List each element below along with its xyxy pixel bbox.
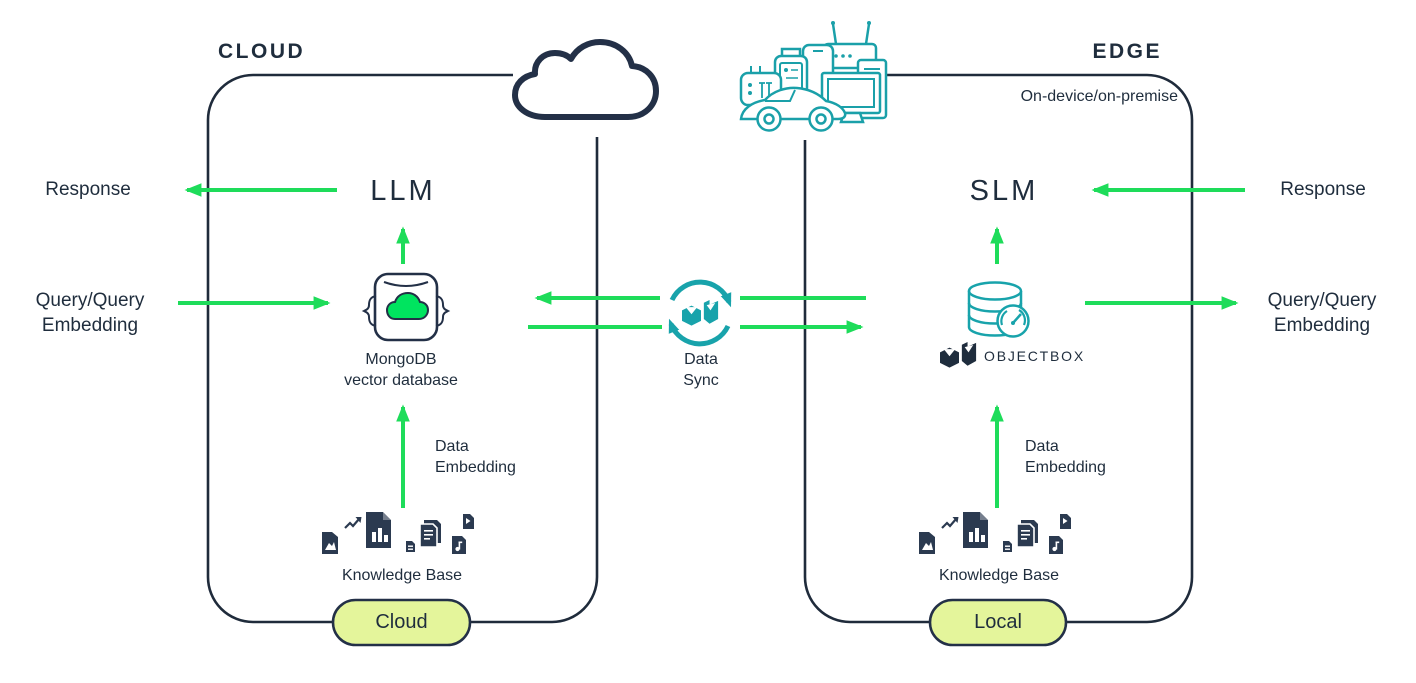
- objectbox-sync-icon: [668, 279, 732, 347]
- data-embedding-label-right: Data Embedding: [1025, 438, 1106, 477]
- local-pill: [928, 598, 1068, 647]
- cloud-section-title: CLOUD: [218, 40, 306, 63]
- cloud-pill: [331, 598, 472, 647]
- knowledge-base-label-left: Knowledge Base: [341, 567, 463, 584]
- llm-label: LLM: [370, 175, 436, 207]
- slm-label: SLM: [969, 175, 1039, 207]
- response-label-right: Response: [1280, 179, 1366, 200]
- cloud-icon: [512, 39, 659, 120]
- iot-devices-icon: [739, 21, 888, 132]
- car-icon: [739, 86, 847, 132]
- edge-section-title: EDGE: [1092, 40, 1162, 63]
- data-sync-label: Data Sync: [683, 351, 719, 390]
- query-label-left: Query/Query Embedding: [35, 290, 145, 337]
- edge-box-outline: [803, 73, 1194, 624]
- objectbox-label: OBJECTBOX: [984, 348, 1085, 364]
- data-embedding-label-left: Data Embedding: [435, 438, 516, 477]
- query-label-right: Query/Query Embedding: [1267, 290, 1377, 337]
- mongodb-label: MongoDB vector database: [344, 351, 458, 390]
- response-label-left: Response: [45, 179, 131, 200]
- cloud-pill-label: Cloud: [375, 611, 428, 633]
- knowledge-base-label-right: Knowledge Base: [938, 567, 1060, 584]
- knowledge-base-icons-left: [320, 510, 476, 556]
- edge-subtitle: On-device/on-premise: [1020, 88, 1178, 105]
- objectbox-db-icon: [967, 281, 1030, 338]
- knowledge-base-icons-right: [917, 510, 1073, 556]
- cloud-box-outline: [206, 73, 599, 624]
- mongodb-vector-db-icon: [361, 272, 451, 342]
- objectbox-logo-icon: [940, 341, 977, 368]
- local-pill-label: Local: [974, 611, 1022, 633]
